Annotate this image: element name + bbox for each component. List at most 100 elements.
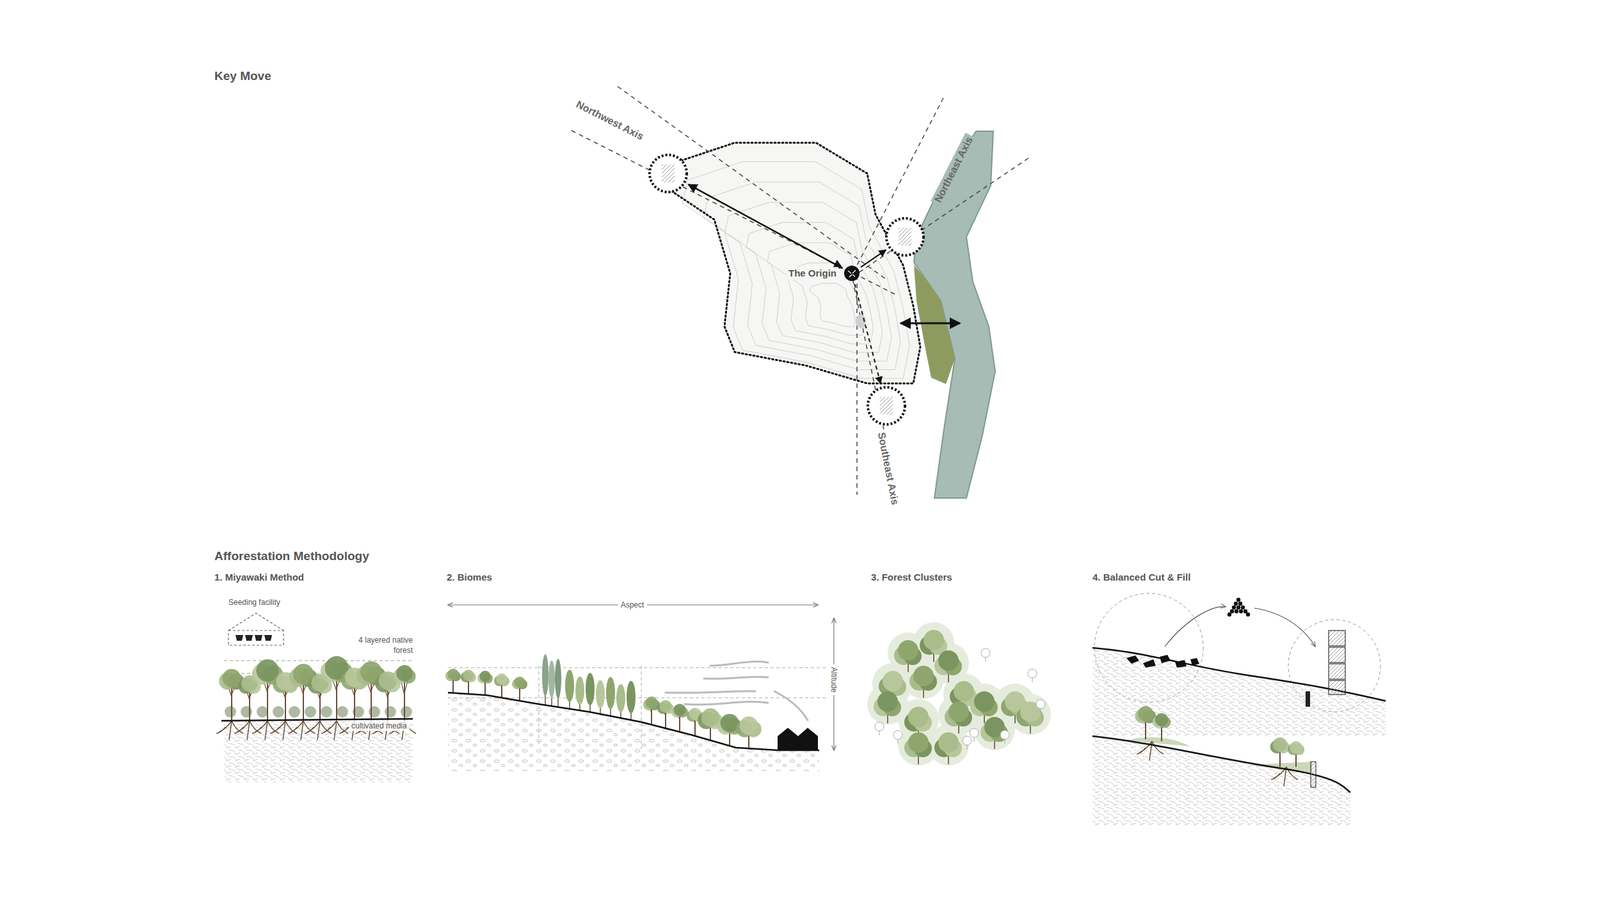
pot xyxy=(245,634,253,641)
tree-canopy xyxy=(739,716,759,735)
wind xyxy=(774,691,808,720)
rubble xyxy=(1233,601,1238,606)
tree-canopy xyxy=(1272,737,1288,752)
node-label: The Origin xyxy=(786,266,839,280)
conifer-canopy xyxy=(585,672,595,705)
axis-hatch xyxy=(898,227,912,246)
step-heading: 1. Miyawaki Method xyxy=(214,571,304,584)
tree-canopy xyxy=(1289,741,1302,754)
axis-circle xyxy=(649,154,687,192)
conifer-canopy xyxy=(616,684,626,713)
axis-line xyxy=(851,97,944,276)
dimension-label: Aspect xyxy=(618,599,648,610)
contour xyxy=(746,222,883,353)
layer-line xyxy=(224,660,413,662)
node-shape xyxy=(865,385,907,427)
tree-canopy xyxy=(953,680,975,702)
fill-wall xyxy=(1310,761,1316,788)
tree-canopy xyxy=(222,668,242,688)
conifer-canopy xyxy=(606,676,616,709)
conifer-canopy xyxy=(626,680,636,713)
tree-canopy xyxy=(1155,712,1169,727)
sapling xyxy=(969,728,979,738)
tree-canopy xyxy=(974,691,995,712)
tree-canopy xyxy=(1137,705,1154,722)
shrub xyxy=(240,705,253,718)
zone-line xyxy=(448,667,826,669)
sapling xyxy=(981,648,991,658)
contour xyxy=(704,181,901,370)
axis-node: Southeast Axis xyxy=(865,385,907,427)
shrub xyxy=(336,705,349,718)
node-shape xyxy=(647,152,689,194)
conifer-canopy xyxy=(565,669,575,702)
axis-node: Northeast Axis xyxy=(884,216,926,258)
axis-connector xyxy=(688,184,843,269)
shrub xyxy=(320,705,333,718)
tree-canopy xyxy=(913,665,934,687)
tree-canopy xyxy=(673,703,686,716)
axis-hatch xyxy=(661,164,675,183)
rubble xyxy=(1240,605,1245,610)
conifer-canopy xyxy=(575,676,585,705)
forest-clusters xyxy=(867,622,1051,766)
axis-lines xyxy=(571,86,1029,495)
riverbank-green xyxy=(913,264,955,384)
axis-connector xyxy=(860,249,886,267)
node-shape xyxy=(884,216,926,258)
node-shape xyxy=(843,264,861,282)
shrub xyxy=(256,705,269,718)
tree-roots xyxy=(270,720,297,740)
step-heading: 4. Balanced Cut & Fill xyxy=(1092,571,1191,584)
tree-roots xyxy=(321,720,349,740)
step-heading: 2. Biomes xyxy=(446,571,493,584)
fill-retaining xyxy=(1305,691,1311,707)
cut-ground xyxy=(1092,647,1386,701)
tree-canopy xyxy=(877,691,898,712)
axis-label: Northeast Axis xyxy=(930,132,977,207)
axis-circle xyxy=(886,218,924,256)
gabion xyxy=(1328,680,1346,695)
axis-connector xyxy=(854,283,881,384)
transfer-arrow xyxy=(1164,606,1226,647)
rocks xyxy=(1126,654,1200,668)
gabion-stack xyxy=(1328,630,1346,695)
tree-canopy xyxy=(908,732,929,753)
biome-trees xyxy=(445,654,762,749)
tree-canopy xyxy=(462,669,475,681)
conifer-canopy xyxy=(542,654,549,697)
tree-canopy xyxy=(923,629,944,651)
annotation: 4 layered native forest xyxy=(355,634,413,656)
dimension-label: Altitude xyxy=(828,664,840,696)
shrub xyxy=(224,705,237,718)
section-title: Key Move xyxy=(214,69,272,84)
tree-canopy xyxy=(948,701,969,722)
tree-canopy xyxy=(938,650,959,671)
rubble xyxy=(1230,609,1234,614)
shrub xyxy=(288,705,301,718)
axis-line xyxy=(571,130,898,296)
tree-roots xyxy=(234,720,262,740)
seed-pots xyxy=(235,634,272,641)
rubble xyxy=(1243,609,1248,614)
pot xyxy=(254,634,263,641)
site-boundary xyxy=(668,142,921,384)
sapling xyxy=(893,730,903,740)
contour-lines xyxy=(682,161,911,379)
rubble xyxy=(1236,605,1241,610)
axis-circle-fill xyxy=(867,387,905,425)
origin-mark xyxy=(848,270,856,278)
axis-circle-fill xyxy=(649,154,687,192)
annotation: cultivated media xyxy=(348,720,410,731)
rubble-pile xyxy=(1227,597,1250,617)
tree-canopy xyxy=(496,673,508,685)
tree-canopy xyxy=(396,664,413,682)
axis-hatch xyxy=(880,396,893,415)
rubble xyxy=(1246,612,1250,617)
tree-canopy xyxy=(938,732,959,753)
contour xyxy=(725,202,892,361)
contour xyxy=(809,283,856,328)
tree-canopy xyxy=(479,670,491,683)
rubble xyxy=(1227,612,1232,617)
